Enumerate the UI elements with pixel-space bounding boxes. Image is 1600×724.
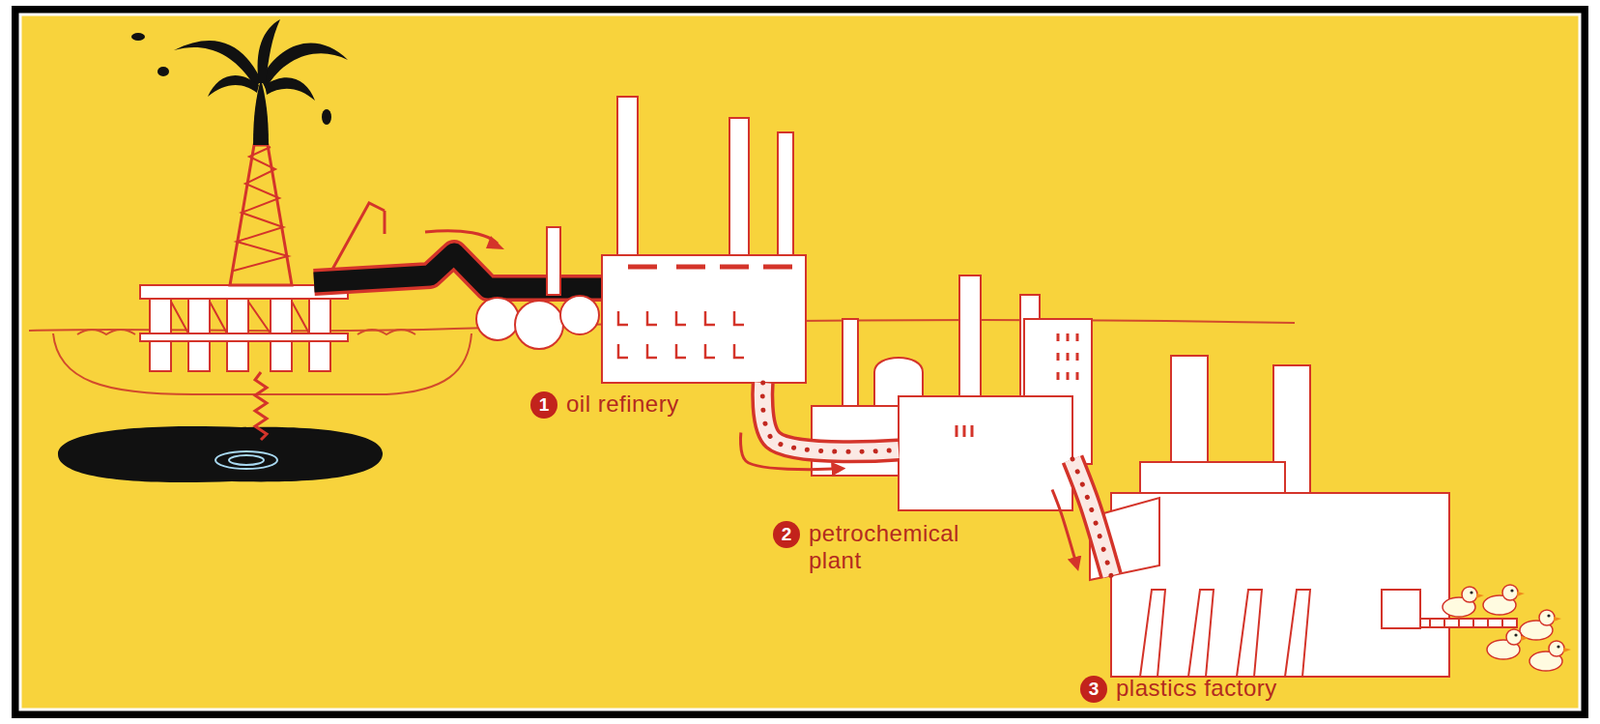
rubber-duck: [1529, 640, 1572, 671]
oil-gusher: [131, 19, 348, 145]
pipeline-outline: [314, 253, 629, 288]
oil-drop: [131, 32, 145, 41]
plant-label: 3plastics factory: [1080, 674, 1368, 703]
callout-number: 1: [530, 391, 558, 419]
annex-roof: [1089, 497, 1160, 580]
plant-name: oil refinery: [566, 390, 779, 418]
pipe-pellets: [762, 382, 899, 452]
oil-drop: [157, 66, 170, 77]
tank-sphere: [514, 300, 564, 349]
plant-node: 1oil refinery: [601, 255, 806, 383]
plant-name: plastics factory: [1115, 674, 1368, 702]
rig-brace: [171, 301, 310, 334]
rig-beam: [140, 333, 348, 342]
background: [20, 14, 1580, 710]
chimney: [959, 275, 981, 406]
plastics-building: [1089, 355, 1517, 677]
ripple: [228, 455, 264, 465]
pipe-body: [762, 382, 899, 452]
oil-drop: [321, 109, 332, 125]
flow-arrow: [740, 432, 840, 470]
derrick-lattice: [233, 146, 288, 271]
oil-pipeline: [314, 253, 629, 288]
pipe-outline: [762, 382, 899, 452]
derrick: [229, 144, 292, 286]
flow-arrow: [425, 230, 498, 244]
pillars: [1140, 589, 1311, 677]
pipe-connector: [740, 382, 899, 470]
oil-reservoir: [57, 426, 383, 483]
factory-wall: [601, 255, 806, 383]
side-block: [811, 405, 909, 476]
exit-door: [1381, 589, 1421, 629]
windows: [618, 311, 744, 358]
roof-vents: [628, 264, 793, 270]
oil-rig: [140, 144, 385, 372]
plant-node: 2petrochemical plant: [898, 396, 1073, 511]
flow-arrow: [1052, 488, 1078, 566]
plant-label: 1 oil refinery: [530, 390, 779, 419]
chimney: [842, 318, 858, 406]
drill-line: [255, 371, 267, 440]
pipe-connector: [1052, 458, 1112, 576]
rubber-duck: [1519, 609, 1562, 640]
rubber-duck: [1442, 586, 1485, 617]
rubber-duck: [1483, 584, 1525, 615]
pipe-outline: [1072, 458, 1112, 576]
frame-border: [11, 5, 1589, 718]
pipe-pellets: [1072, 458, 1112, 576]
callout-number: 3: [1080, 675, 1108, 703]
chimney: [777, 132, 794, 261]
conveyor-belt: [1420, 618, 1517, 628]
windows: [1057, 333, 1078, 380]
factory-wall: [898, 396, 1073, 511]
tank-sphere: [476, 297, 519, 341]
ripple: [215, 451, 278, 469]
oil-spray: [257, 19, 281, 84]
flow-arrowhead: [485, 235, 505, 250]
tank-sphere: [560, 295, 600, 335]
windows: [956, 425, 972, 437]
oil-spray: [207, 75, 259, 97]
plant-label: 2 petrochemical plant: [772, 519, 993, 573]
callout-number: 2: [772, 520, 800, 548]
pipe-body: [1072, 458, 1112, 576]
storage-tanks: [476, 227, 600, 349]
factory-wall: [1111, 492, 1450, 677]
chimney: [729, 117, 749, 261]
tank-tower: [546, 227, 561, 295]
plant-name: petrochemical plant: [808, 519, 993, 573]
petrochemical-building: [811, 275, 1092, 511]
refinery-building: [601, 96, 806, 383]
conveyor-rollers: [1429, 618, 1503, 628]
rubber-duck: [1486, 628, 1529, 659]
oil-spray: [264, 77, 315, 101]
plant-node: 3plastics factory: [1111, 492, 1450, 677]
chimney: [617, 96, 638, 261]
